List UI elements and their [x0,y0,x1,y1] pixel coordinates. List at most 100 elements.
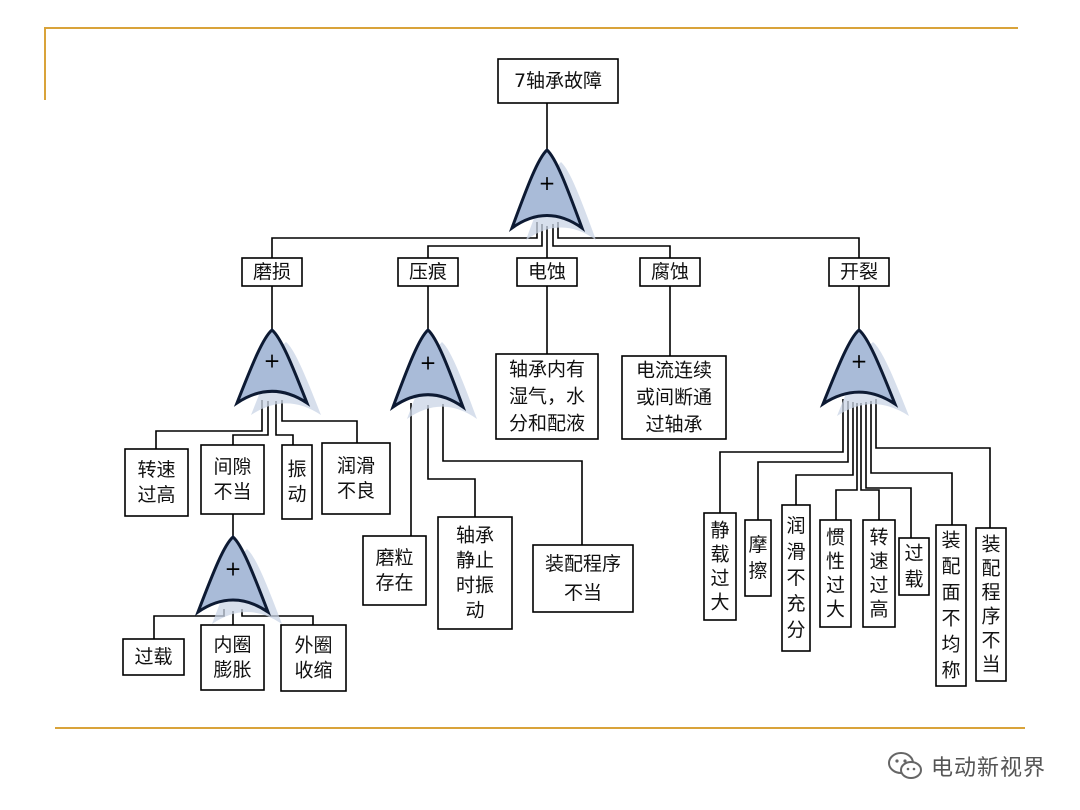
root-or-gate: + [508,147,596,240]
current-cause-box-label: 或间断通 [636,387,712,409]
watermark: 电动新视界 [887,750,1046,782]
crack-cause-uneven-mating-box-label: 配 [941,556,960,578]
crack-cause-insufficient-lube-box-label: 不 [786,567,805,589]
crack-cause-overload-box: 过载 [898,537,930,596]
speed-too-high-box-label: 转速 [137,459,175,481]
poor-lubrication-box-label: 不良 [337,480,375,502]
assembly-procedure-box-frame [532,544,634,613]
crack-cause-uneven-mating-box-label: 不 [941,608,960,630]
crack-gate-lead-4 [835,403,858,520]
watermark-text: 电动新视界 [930,756,1046,781]
assembly-procedure-box-label: 装配程序 [545,553,621,575]
crack-cause-improper-assembly-box-label: 装 [981,534,1000,556]
inner-ring-expansion-box-label: 膨胀 [213,659,251,681]
crack-gate-lead-1 [719,399,844,513]
vibration-box-label: 振 [287,459,306,481]
crack-cause-insufficient-lube-box-frame [781,504,811,652]
crack-cause-overload-box-label: 过 [904,543,923,565]
electric-erosion-box: 电蚀 [516,257,578,287]
wear-box-frame [241,257,303,287]
indentation-box-frame [397,257,459,287]
crack-cause-uneven-mating-box-frame [935,524,967,687]
clearance-overload-box: 过载 [122,638,185,676]
wear-or-gate-symbol: + [264,349,281,373]
crack-cause-overspeed-box-label: 过 [869,575,888,597]
clearance-or-gate-symbol: + [225,557,242,581]
current-cause-box-frame [621,355,727,440]
crack-cause-overspeed-box-label: 速 [869,551,888,573]
crack-cause-insufficient-lube-box-label: 润 [786,515,805,537]
top-event-box: 7轴承故障 [497,58,619,104]
wear-box: 磨损 [241,257,303,287]
crack-cause-static-overload-box-label: 过 [710,568,729,590]
gate-to-wear-line [271,222,538,258]
cracking-box-frame [828,257,890,287]
crack-cause-overspeed-box-frame [862,519,896,628]
clearance-overload-box-label: 过载 [134,646,172,668]
vibration-box-frame [281,444,313,520]
corrosion-box-label: 腐蚀 [651,261,689,283]
crack-cause-overload-box-frame [898,537,930,596]
crack-cause-friction-box: 摩擦 [744,519,772,597]
wear-gate-vibration-line [275,401,294,445]
crack-gate-lead-5 [860,403,880,520]
crack-cause-improper-assembly-box-label: 程 [981,582,1000,604]
outer-ring-shrink-box-label: 外圈 [294,635,332,657]
crack-gate-lead-2 [757,401,849,520]
static-vibration-box-label: 静止 [456,550,494,572]
corrosion-box-frame [639,257,701,287]
clearance-or-gate-body [194,535,272,616]
indentation-box-label: 压痕 [409,261,447,283]
cracking-or-gate: + [819,328,909,416]
static-vibration-box-label: 动 [465,600,484,622]
top-event-box-frame [497,58,619,104]
crack-cause-friction-box-label: 擦 [748,560,767,582]
wear-gate-speed-line [155,400,263,449]
crack-cause-improper-assembly-box-label: 不 [981,630,1000,652]
static-vibration-box-label: 时振 [456,575,494,597]
crack-cause-uneven-mating-box-label: 称 [941,660,960,682]
wear-gate-lube-line [281,400,358,443]
crack-cause-insufficient-lube-box-label: 分 [786,619,805,641]
root-or-gate-symbol: + [539,171,556,195]
crack-cause-uneven-mating-box-label: 装 [941,530,960,552]
wear-gate-clearance-line [232,401,269,445]
current-cause-box-label: 电流连续 [636,360,712,382]
crack-cause-excessive-inertia-box-label: 性 [826,551,845,573]
vibration-box-label: 动 [287,484,306,506]
wear-or-gate: + [233,328,321,415]
crack-cause-insufficient-lube-box-label: 充 [786,593,805,615]
wear-or-gate-body [233,328,311,407]
crack-cause-friction-box-label: 摩 [748,534,767,556]
crack-cause-uneven-mating-box-label: 面 [941,582,960,604]
crack-cause-static-overload-box-label: 静 [710,520,729,542]
gate-to-corrosion-line [552,224,671,258]
crack-gate-lead-3 [795,402,854,505]
clearance-or-gate: + [194,535,282,624]
electric-erosion-box-frame [516,257,578,287]
crack-cause-excessive-inertia-box-label: 惯 [826,527,845,549]
abrasive-particles-box-label: 存在 [375,572,413,594]
crack-gate-lead-7 [870,401,953,525]
inner-ring-expansion-box-label: 内圈 [213,634,251,656]
crack-cause-improper-assembly-box-frame [975,527,1007,682]
crack-cause-improper-assembly-box-label: 配 [981,558,1000,580]
cracking-or-gate-body [819,328,899,408]
gate-to-indentation-line [427,224,543,258]
crack-gate-lead-8 [875,399,991,528]
clearance-overload-box-frame [122,638,185,676]
assembly-procedure-box-label: 不当 [564,582,602,604]
